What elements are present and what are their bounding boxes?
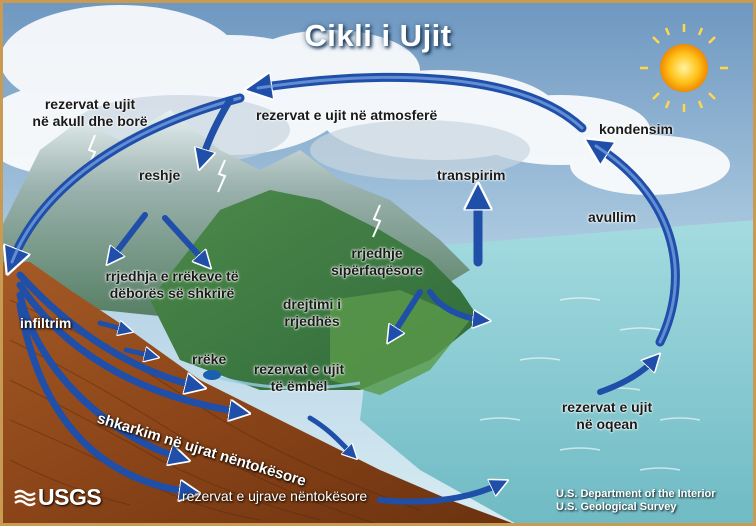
flow-arrows <box>12 77 680 505</box>
label-evaporation: avullim <box>588 209 637 225</box>
arrow-groundwater-storage <box>16 301 190 492</box>
label-streamflow: drejtimi i rrjedhës <box>282 296 342 329</box>
arrow-runoff-left <box>392 289 423 336</box>
arrow-runoff-right <box>427 289 482 320</box>
label-transpiration: transpirim <box>437 167 506 183</box>
label-stream: rrëke <box>192 351 227 367</box>
arrow-infiltration-2 <box>16 281 240 412</box>
label-snowmelt-runoff: rrjedhja e rrëkeve të dëborës së shkrirë <box>105 268 239 301</box>
sun-icon <box>640 24 728 112</box>
arrow-infiltration-1 <box>16 271 196 386</box>
label-groundwater-storage: rezervat e ujrave nëntokësore <box>182 488 368 504</box>
diagram-title: Cikli i Ujit <box>304 18 452 53</box>
label-infiltration: infiltrim <box>20 315 72 331</box>
usgs-wave-icon <box>14 486 36 507</box>
arrow-snowmelt-left <box>112 212 148 258</box>
label-condensation: kondensim <box>599 121 673 137</box>
arrow-freshwater <box>307 415 352 454</box>
arrow-groundwater-discharge <box>16 291 180 458</box>
label-atmosphere-storage: rezervat e ujit në atmosferë <box>256 107 438 123</box>
arrow-to-ocean-groundwater <box>377 484 500 505</box>
label-freshwater-storage: rezervat e ujit të ëmbël <box>253 361 345 394</box>
land-cross-section <box>0 262 520 526</box>
stream-pool <box>203 370 221 380</box>
label-precipitation: reshje <box>139 167 181 183</box>
usgs-logo: USGS <box>14 484 102 511</box>
label-ocean-storage: rezervat e ujit në oqean <box>561 399 653 432</box>
arrow-snowmelt-right <box>162 215 205 262</box>
usgs-credits: U.S. Department of the Interior U.S. Geo… <box>556 488 716 513</box>
label-ice-snow-storage: rezervat e ujit në akull dhe borë <box>32 96 148 129</box>
label-surface-runoff: rrjedhje sipërfaqësore <box>331 245 423 278</box>
arrow-precipitation <box>202 96 234 160</box>
arrow-ocean <box>597 360 654 395</box>
